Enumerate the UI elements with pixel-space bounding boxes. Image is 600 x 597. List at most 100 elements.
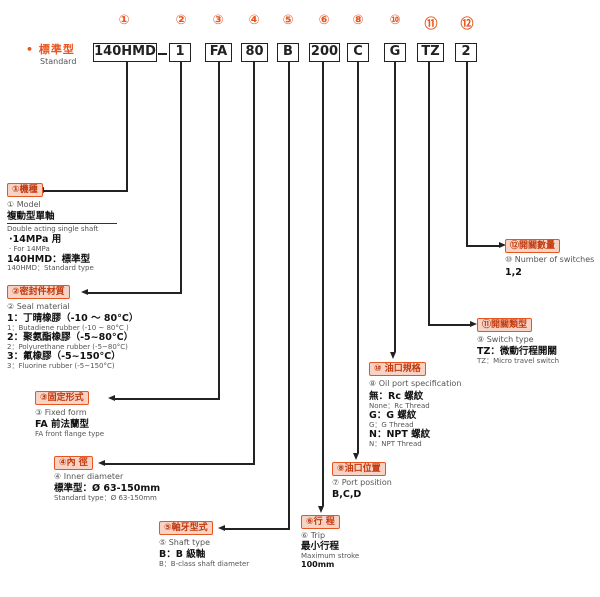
shaft-line-en: B：B-class shaft diameter xyxy=(159,560,250,568)
seal-title-en: ② Seal material xyxy=(7,302,70,311)
position-number-8: ⑧ xyxy=(352,13,364,28)
tag-port-spec: ⑩ 油口規格 xyxy=(369,362,426,376)
position-number-10: ⑩ xyxy=(389,13,401,28)
switch-type-title-en: ⑨ Switch type xyxy=(477,335,534,344)
tag-trip: ⑥行 程 xyxy=(301,515,340,529)
code-box-fixed: FA xyxy=(205,43,232,62)
switch-type-line-zh: TZ：微動行程開關 xyxy=(477,346,557,357)
trip-title-en: ⑥ Trip xyxy=(301,531,326,540)
leader-model-v xyxy=(126,62,128,192)
trip-value: 100mm xyxy=(301,560,335,569)
leader-port-spec-v xyxy=(394,62,396,352)
tag-port-pos: ⑧油口位置 xyxy=(332,462,386,476)
leader-fixed-h xyxy=(114,398,220,400)
leader-seal-v xyxy=(180,62,182,293)
code-box-model: 140HMD xyxy=(93,43,157,62)
leader-switch-type-v xyxy=(428,62,430,326)
leader-switch-num-h xyxy=(466,245,499,247)
arrow-switch-num xyxy=(499,242,506,248)
port-spec-item-1-en: None：Rc Thread xyxy=(369,402,430,410)
model-code-line-en: 140HMD：Standard type xyxy=(7,264,94,272)
leader-inner-v xyxy=(253,62,255,464)
seal-item-1-zh: 1：丁晴橡膠（-10 ～ 80°C） xyxy=(7,313,139,324)
port-spec-item-2-zh: G：G 螺紋 xyxy=(369,410,417,421)
seal-item-3-en: 3：Fluorine rubber (-5~150°C) xyxy=(7,362,115,370)
trip-line-en: Maximum stroke xyxy=(301,552,360,560)
code-dash xyxy=(158,53,167,55)
code-box-switch-type: TZ xyxy=(417,43,444,62)
tag-seal: ②密封件材質 xyxy=(7,285,70,299)
position-number-3: ③ xyxy=(212,13,224,28)
port-pos-title-en: ⑦ Port position xyxy=(332,478,392,487)
port-spec-item-3-en: N：NPT Thread xyxy=(369,440,422,448)
tag-switch-num: ⑫開關數量 xyxy=(505,239,561,253)
seal-item-2-zh: 2：聚氨酯橡膠（-5~80°C） xyxy=(7,332,134,343)
arrow-switch-type xyxy=(470,321,477,327)
code-box-switch-num: 2 xyxy=(455,43,477,62)
leader-shaft-v xyxy=(288,62,290,529)
code-box-inner: 80 xyxy=(241,43,268,62)
position-number-5: ⑤ xyxy=(282,13,294,28)
tag-shaft: ⑤軸牙型式 xyxy=(159,521,213,535)
port-spec-item-3-zh: N：NPT 螺紋 xyxy=(369,429,431,440)
seal-item-3-zh: 3：氟橡膠（-5~150°C） xyxy=(7,351,121,362)
shaft-title-en: ⑤ Shaft type xyxy=(159,538,210,547)
position-number-1: ① xyxy=(118,13,130,28)
leader-trip-v xyxy=(322,62,324,506)
shaft-line-zh: B：B 級軸 xyxy=(159,549,206,560)
model-code-line: 140HMD：標準型 xyxy=(7,254,91,265)
seal-item-1-en: 1：Butadiene rubber (-10 ~ 80°C ) xyxy=(7,324,129,332)
model-divider xyxy=(7,223,117,224)
code-box-port-spec: G xyxy=(384,43,406,62)
port-spec-item-1-zh: 無：Rc 螺紋 xyxy=(369,391,424,402)
position-number-6: ⑥ xyxy=(318,13,330,28)
standard-label: • 標準型 Standard xyxy=(26,41,76,66)
leader-seal-h xyxy=(87,292,182,294)
model-type-zh: 複動型單軸 xyxy=(7,211,55,222)
position-number-4: ④ xyxy=(248,13,260,28)
trip-line-zh: 最小行程 xyxy=(301,541,340,552)
code-box-seal: 1 xyxy=(169,43,191,62)
position-number-2: ② xyxy=(175,13,187,28)
standard-title: • 標準型 xyxy=(26,43,75,56)
inner-title-en: ④ Inner diameter xyxy=(54,472,124,481)
fixed-line-zh: FA 前法蘭型 xyxy=(35,419,90,430)
switch-num-title-en: ⑩ Number of switches xyxy=(505,255,595,264)
code-box-port-pos: C xyxy=(347,43,369,62)
leader-switch-type-h xyxy=(428,324,470,326)
inner-line-en: Standard type：Ø 63-150mm xyxy=(54,494,157,502)
fixed-title-en: ③ Fixed form xyxy=(35,408,87,417)
fixed-line-en: FA front flange type xyxy=(35,430,105,438)
model-use-en: · For 14MPa xyxy=(9,245,50,253)
code-box-trip: 200 xyxy=(309,43,340,62)
standard-subtitle: Standard xyxy=(40,57,77,66)
model-use-zh: ·14MPa 用 xyxy=(9,234,62,245)
model-type-en: Double acting single shaft xyxy=(7,225,99,233)
position-number-11: ⑪ xyxy=(424,17,438,32)
arrow-trip xyxy=(318,506,324,513)
inner-line-zh: 標準型：Ø 63-150mm xyxy=(54,483,161,494)
leader-port-pos-v xyxy=(357,62,359,453)
arrow-inner xyxy=(98,460,105,466)
port-spec-item-2-en: G：G Thread xyxy=(369,421,414,429)
arrow-seal xyxy=(81,289,88,295)
tag-switch-type: ⑪開關類型 xyxy=(477,318,533,332)
port-pos-value: B,C,D xyxy=(332,489,362,500)
leader-model-h xyxy=(43,190,128,192)
leader-inner-h xyxy=(104,463,255,465)
arrow-shaft xyxy=(218,525,225,531)
switch-type-line-en: TZ：Micro travel switch xyxy=(477,357,560,365)
arrow-fixed xyxy=(108,395,115,401)
tag-fixed: ③固定形式 xyxy=(35,391,89,405)
seal-item-2-en: 2：Polyurethane rubber (-5~80°C) xyxy=(7,343,128,351)
arrow-port-pos xyxy=(353,453,359,460)
position-number-12: ⑫ xyxy=(460,17,474,32)
tag-model: ①機種 xyxy=(7,183,43,197)
leader-fixed-v xyxy=(218,62,220,399)
leader-switch-num-v xyxy=(466,62,468,246)
port-spec-title-en: ⑧ Oil port specification xyxy=(369,379,462,388)
tag-inner: ④內 徑 xyxy=(54,456,93,470)
leader-shaft-h xyxy=(224,528,290,530)
code-box-shaft: B xyxy=(277,43,299,62)
model-title-en: ① Model xyxy=(7,200,41,209)
